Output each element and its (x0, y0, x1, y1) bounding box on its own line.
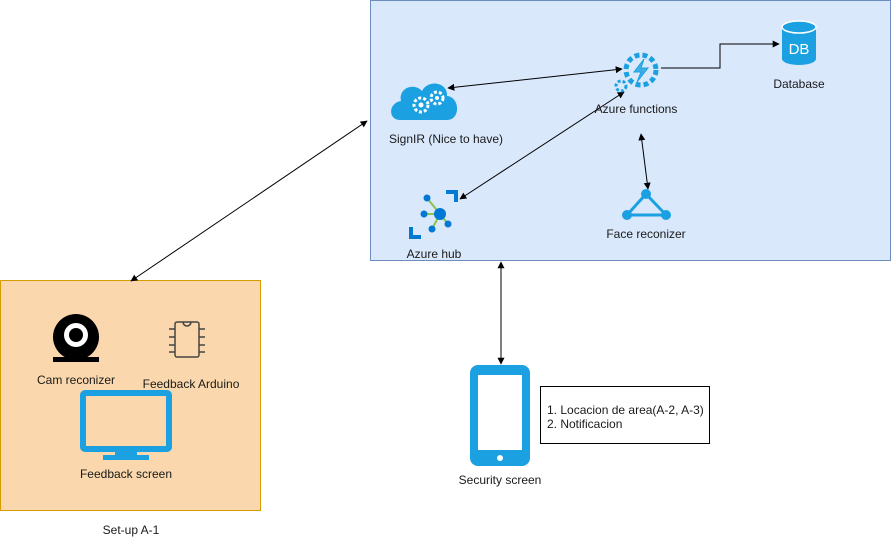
notes-box[interactable]: 1. Locacion de area(A-2, A-3) 2. Notific… (540, 386, 710, 444)
notes-item-1: 1. Locacion de area(A-2, A-3) (547, 403, 704, 417)
notes-item-2: 2. Notificacion (547, 417, 623, 431)
edge-functions-face[interactable] (638, 133, 651, 190)
feedback-arduino-label: Feedback Arduino (142, 377, 240, 391)
azure-functions-label: Azure functions (594, 102, 678, 116)
edge-functions-database[interactable] (661, 40, 780, 69)
database-label: Database (773, 77, 825, 91)
face-recognizer-icon[interactable] (622, 189, 671, 220)
security-screen-label: Security screen (458, 473, 542, 487)
cam-reconizer-label: Cam reconizer (36, 373, 116, 387)
signalr-label: SignIR (Nice to have) (388, 132, 504, 146)
cloud-gears-icon[interactable] (391, 83, 458, 120)
monitor-icon[interactable] (80, 390, 172, 460)
phone-icon[interactable] (470, 365, 530, 466)
setup-caption: Set-up A-1 (102, 523, 160, 537)
database-icon[interactable]: DB (781, 20, 817, 65)
azure-hub-icon[interactable] (409, 190, 458, 239)
edge-signalr-functions[interactable] (447, 66, 623, 91)
feedback-screen-label: Feedback screen (79, 467, 173, 481)
edge-hub-functions[interactable] (459, 91, 625, 200)
azure-hub-label: Azure hub (406, 247, 462, 261)
face-reconizer-label: Face reconizer (606, 227, 686, 241)
chip-icon[interactable] (169, 321, 205, 358)
edge-setup-azure[interactable] (130, 120, 368, 282)
database-icon-text: DB (789, 41, 810, 58)
webcam-icon[interactable] (53, 314, 99, 362)
azure-functions-icon[interactable] (614, 52, 659, 93)
